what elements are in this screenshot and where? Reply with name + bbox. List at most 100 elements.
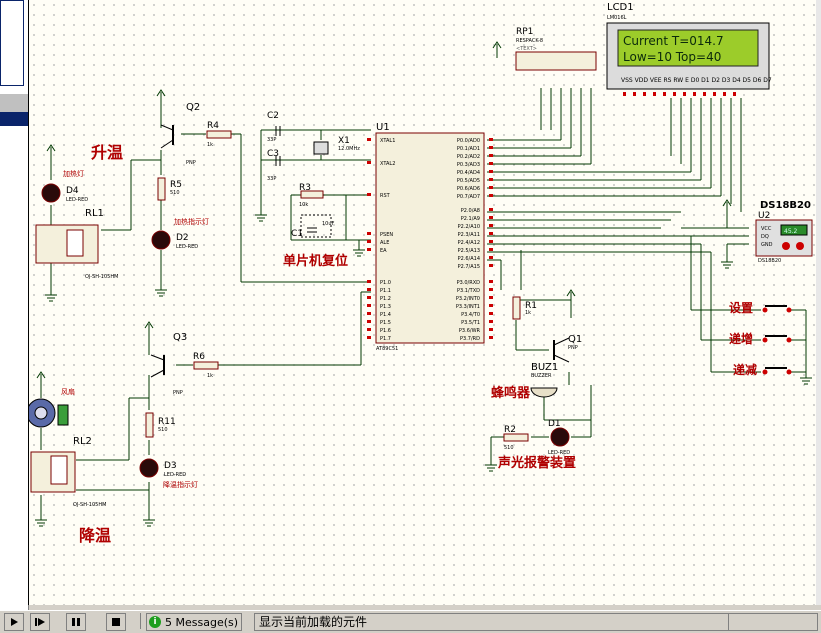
- label-heat-up: 升温: [91, 143, 123, 162]
- label-mcu-reset: 单片机复位: [283, 253, 348, 269]
- d1-led[interactable]: D1 LED-RED: [548, 419, 570, 456]
- u1-pin: [489, 154, 493, 157]
- u1-mcu[interactable]: U1 AT89C51 XTAL1XTAL2RSTPSENALEEAP1.0P1.…: [367, 122, 493, 352]
- c3-capacitor[interactable]: C3 33P: [267, 149, 281, 182]
- play-icon: [11, 618, 18, 626]
- rp1[interactable]: RP1 RESPACK-8 <TEXT>: [515, 27, 597, 71]
- r11-resistor[interactable]: R11 510: [145, 412, 176, 438]
- u1-pin: [367, 320, 371, 323]
- fan-motor[interactable]: [29, 398, 69, 428]
- u1-pin-label: P2.2/A10: [458, 224, 480, 230]
- u1-pin: [489, 208, 493, 211]
- label-btn-dec: 递减: [733, 362, 757, 377]
- u1-pin: [489, 216, 493, 219]
- r3-resistor[interactable]: R3 10k: [299, 183, 324, 208]
- u2-ds18b20[interactable]: 45.2 DS18B20 U2 DS18B20 VCC DQ GND: [755, 200, 813, 264]
- r6-resistor[interactable]: R6 1k: [193, 352, 219, 379]
- r4-resistor[interactable]: R4 1k: [206, 121, 232, 148]
- r2-ref: R2: [504, 425, 516, 435]
- q1-transistor[interactable]: Q1 PNP: [553, 334, 582, 363]
- u1-pin-label: P1.4: [380, 312, 391, 318]
- r1-resistor[interactable]: R1 1k: [512, 296, 537, 320]
- c3-ref: C3: [267, 149, 279, 159]
- d4-led[interactable]: D4 LED-RED: [41, 183, 88, 203]
- r2-resistor[interactable]: R2 510: [503, 425, 529, 451]
- ok-icon: i: [149, 616, 161, 628]
- rp1-part: RESPACK-8: [516, 38, 543, 44]
- r11-value: 510: [158, 427, 168, 433]
- button-dec[interactable]: 递减: [733, 362, 792, 377]
- pause-button[interactable]: [66, 613, 86, 631]
- panel-toolbar[interactable]: [0, 94, 28, 112]
- u1-pin: [489, 288, 493, 291]
- rp1-ref: RP1: [516, 27, 533, 37]
- button-inc[interactable]: 递增: [729, 331, 792, 346]
- u1-pin-label: P1.2: [380, 296, 391, 302]
- u1-pin-label: XTAL1: [380, 138, 395, 144]
- u1-pin: [489, 296, 493, 299]
- c1-value: 10uF: [322, 221, 335, 227]
- c1-ref: C1: [291, 229, 303, 239]
- device-list[interactable]: [0, 126, 29, 610]
- u1-pin-label: P0.1/AD1: [457, 146, 480, 152]
- label-btn-set: 设置: [729, 300, 753, 315]
- buz1-buzzer[interactable]: BUZ1 BUZZER: [530, 362, 558, 398]
- q1-type: PNP: [568, 345, 578, 351]
- q3-transistor[interactable]: Q3 PNP: [150, 332, 187, 396]
- u2-pin-dq: DQ: [761, 234, 769, 240]
- u1-pin-label: P2.6/A14: [458, 256, 480, 262]
- q2-ref: Q2: [186, 102, 200, 113]
- stop-button[interactable]: [106, 613, 126, 631]
- u1-pin: [489, 232, 493, 235]
- u1-pin: [489, 264, 493, 267]
- r5-resistor[interactable]: R5 510: [157, 177, 182, 201]
- vertical-scrollbar[interactable]: [816, 0, 821, 605]
- button-set[interactable]: 设置: [729, 300, 792, 315]
- r6-ref: R6: [193, 352, 205, 362]
- step-button[interactable]: [30, 613, 50, 631]
- u1-pin: [367, 296, 371, 299]
- play-button[interactable]: [4, 613, 24, 631]
- schematic-canvas[interactable]: Current T=014.7 Low=10 Top=40 LCD1 LM016…: [28, 0, 821, 605]
- u1-pin-label: P2.1/A9: [461, 216, 480, 222]
- u1-pin-label: P2.7/A15: [458, 264, 480, 270]
- label-buzzer: 蜂鸣器: [491, 385, 531, 401]
- r5-ref: R5: [170, 180, 182, 190]
- rl2-ref: RL2: [73, 436, 92, 447]
- u1-pin-label: P3.5/T1: [461, 320, 480, 326]
- u1-pin-label: P2.3/A11: [458, 232, 480, 238]
- d2-led[interactable]: D2 LED-RED: [151, 230, 198, 250]
- u1-pin-label: P3.3/INT1: [456, 304, 480, 310]
- u1-pin-label: RST: [380, 193, 391, 199]
- u1-pin: [489, 170, 493, 173]
- u1-pin-label: P0.7/AD7: [457, 194, 480, 200]
- wires: [40, 50, 807, 520]
- pause-icon: [72, 618, 80, 626]
- overview-window[interactable]: [0, 0, 24, 86]
- r3-value: 10k: [299, 202, 308, 208]
- c1-capacitor[interactable]: C1 10uF: [291, 214, 335, 239]
- u1-pin-label: P1.7: [380, 336, 391, 342]
- u1-pin: [489, 240, 493, 243]
- rl1-relay[interactable]: RL1 OJ-SH-105HM: [35, 208, 118, 280]
- buz1-part: BUZZER: [531, 373, 552, 379]
- q2-transistor[interactable]: Q2 PNP: [160, 102, 200, 166]
- d3-led[interactable]: D3 LED-RED: [139, 458, 186, 478]
- lcd1[interactable]: Current T=014.7 Low=10 Top=40 LCD1 LM016…: [606, 2, 772, 90]
- messages-button[interactable]: i 5 Message(s): [146, 613, 242, 631]
- c3-value: 33P: [267, 176, 276, 182]
- u1-pin-label: P0.5/AD5: [457, 178, 480, 184]
- u1-pin-label: ALE: [380, 240, 389, 246]
- lcd-line2: Low=10 Top=40: [623, 50, 721, 64]
- d3-part: LED-RED: [164, 472, 186, 478]
- c2-capacitor[interactable]: C2 33P: [267, 111, 281, 143]
- u1-pin: [489, 146, 493, 149]
- u1-pin: [489, 256, 493, 259]
- r4-value: 1k: [207, 142, 213, 148]
- u1-pin: [367, 312, 371, 315]
- u2-title: DS18B20: [760, 200, 811, 211]
- rl2-relay[interactable]: RL2 OJ-SH-105HM: [30, 436, 106, 508]
- u1-pin: [489, 178, 493, 181]
- x1-crystal[interactable]: X1 12.0MHz: [313, 136, 360, 155]
- x1-value: 12.0MHz: [338, 146, 360, 152]
